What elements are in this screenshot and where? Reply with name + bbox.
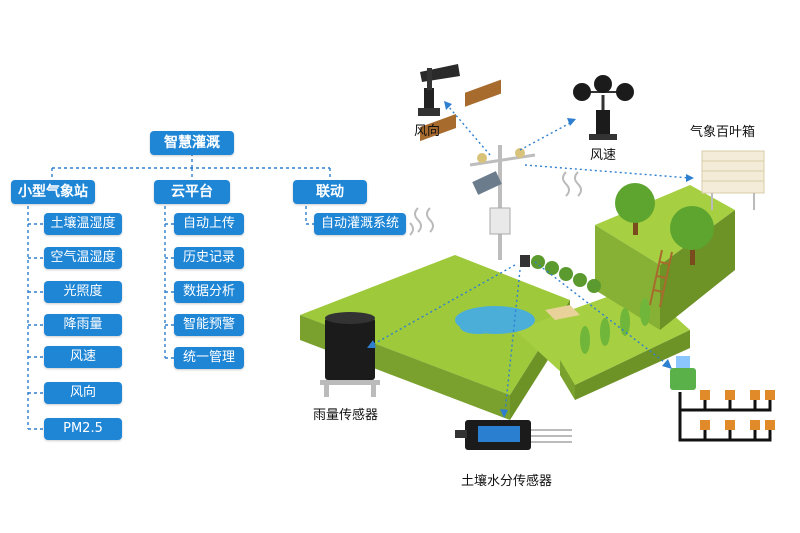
group-linkage: 联动 [293,180,367,204]
louver-box-device [701,150,765,210]
item-smart-alert: 智能预警 [174,314,244,336]
irrigation-system [678,392,772,442]
signal-arrows [371,105,691,413]
label-soil-sensor: 土壤水分传感器 [461,474,553,489]
item-illuminance: 光照度 [44,281,122,303]
farm-illustration [300,64,775,450]
item-pm25: PM2.5 [44,418,122,440]
root-node: 智慧灌溉 [150,131,234,155]
anemometer-device [573,75,634,140]
item-data-analysis: 数据分析 [174,281,244,303]
item-rainfall: 降雨量 [44,314,122,336]
group-weather-station: 小型气象站 [11,180,95,204]
wind-vane-device [418,64,460,116]
rain-gauge-device [320,312,380,397]
item-wind-direction: 风向 [44,382,122,404]
item-soil-temp-humidity: 土壤温湿度 [44,213,122,235]
item-history: 历史记录 [174,247,244,269]
group-cloud-platform: 云平台 [154,180,230,204]
label-wind-direction: 风向 [414,124,441,139]
label-rain-sensor: 雨量传感器 [313,408,379,423]
label-louver-box: 气象百叶箱 [690,125,756,140]
item-auto-upload: 自动上传 [174,213,244,235]
item-unified-management: 统一管理 [174,347,244,369]
item-auto-irrigation: 自动灌溉系统 [314,213,406,235]
item-wind-speed: 风速 [44,346,122,368]
soil-sensor-device [455,420,572,450]
item-air-temp-humidity: 空气温湿度 [44,247,122,269]
label-wind-speed: 风速 [590,148,617,163]
valve-controller [670,368,696,390]
